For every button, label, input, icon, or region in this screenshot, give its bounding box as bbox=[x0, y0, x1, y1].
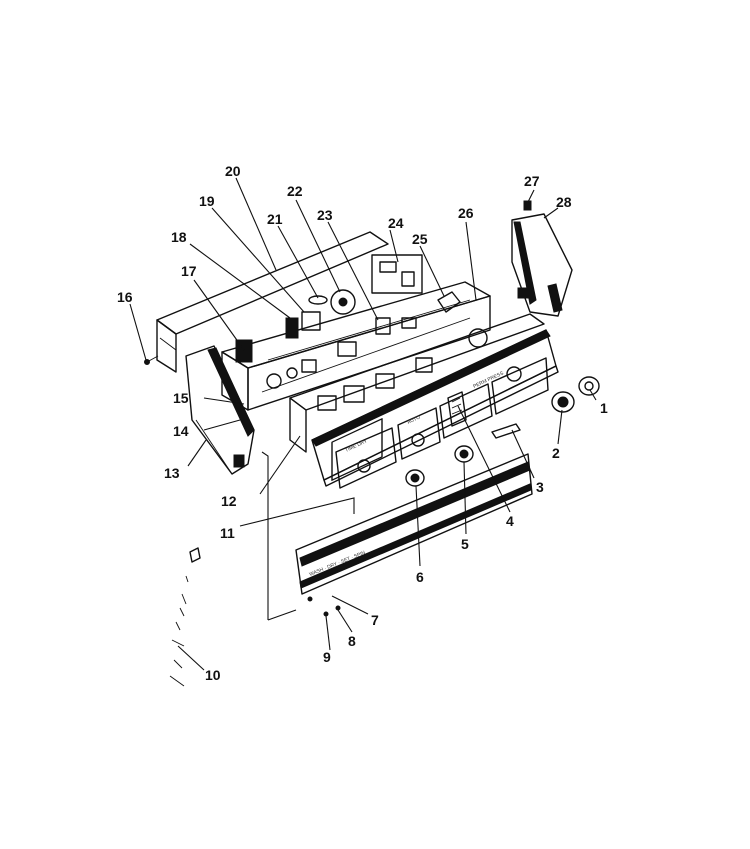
callout-21: 21 bbox=[267, 211, 283, 227]
terminal-23 bbox=[375, 317, 391, 335]
loose-hardware bbox=[169, 547, 341, 687]
module-24 bbox=[371, 254, 423, 294]
knob-1 bbox=[578, 376, 600, 396]
rear-mounting-board bbox=[144, 231, 389, 373]
knob-2 bbox=[551, 391, 575, 413]
callout-14: 14 bbox=[173, 423, 189, 439]
callout-1: 1 bbox=[600, 400, 608, 416]
left-end-cap bbox=[185, 345, 255, 475]
callout-5: 5 bbox=[461, 536, 469, 552]
push-button-3 bbox=[491, 423, 521, 439]
callout-12: 12 bbox=[221, 493, 237, 509]
clip-27 bbox=[523, 200, 532, 211]
control-board bbox=[221, 254, 491, 411]
callout-17: 17 bbox=[181, 263, 197, 279]
callout-8: 8 bbox=[348, 633, 356, 649]
callout-23: 23 bbox=[317, 207, 333, 223]
board-connector-18 bbox=[285, 317, 299, 339]
callout-24: 24 bbox=[388, 215, 404, 231]
callout-19: 19 bbox=[199, 193, 215, 209]
bracket-25 bbox=[437, 291, 461, 313]
callout-26: 26 bbox=[458, 205, 474, 221]
callout-9: 9 bbox=[323, 649, 331, 665]
callout-16: 16 bbox=[117, 289, 133, 305]
callout-15: 15 bbox=[173, 390, 189, 406]
callout-4: 4 bbox=[506, 513, 514, 529]
callout-6: 6 bbox=[416, 569, 424, 585]
svg-text:TIME DRY: TIME DRY bbox=[344, 438, 369, 454]
callout-labels: 1 2 3 4 5 6 7 8 9 10 11 12 13 14 15 16 1… bbox=[117, 163, 608, 683]
callout-2: 2 bbox=[552, 445, 560, 461]
callout-28: 28 bbox=[556, 194, 572, 210]
callout-27: 27 bbox=[524, 173, 540, 189]
console-back-shell bbox=[289, 313, 545, 453]
callout-7: 7 bbox=[371, 612, 379, 628]
relay-19 bbox=[301, 311, 321, 331]
board-connector-17 bbox=[235, 339, 253, 363]
knob-6 bbox=[405, 469, 425, 487]
svg-text:AUTO: AUTO bbox=[406, 414, 421, 425]
callout-22: 22 bbox=[287, 183, 303, 199]
clip-21 bbox=[308, 295, 328, 305]
callout-20: 20 bbox=[225, 163, 241, 179]
callout-10: 10 bbox=[205, 667, 221, 683]
right-side-bracket bbox=[511, 200, 573, 317]
callout-11: 11 bbox=[220, 525, 235, 541]
callout-18: 18 bbox=[171, 229, 187, 245]
front-control-panel: TIME DRY AUTO PERM PRESS bbox=[311, 329, 559, 489]
leader-lines bbox=[129, 177, 597, 671]
switch-22 bbox=[330, 289, 356, 315]
callout-3: 3 bbox=[536, 479, 544, 495]
callout-25: 25 bbox=[412, 231, 428, 247]
knob-5 bbox=[454, 445, 474, 463]
callout-13: 13 bbox=[164, 465, 180, 481]
